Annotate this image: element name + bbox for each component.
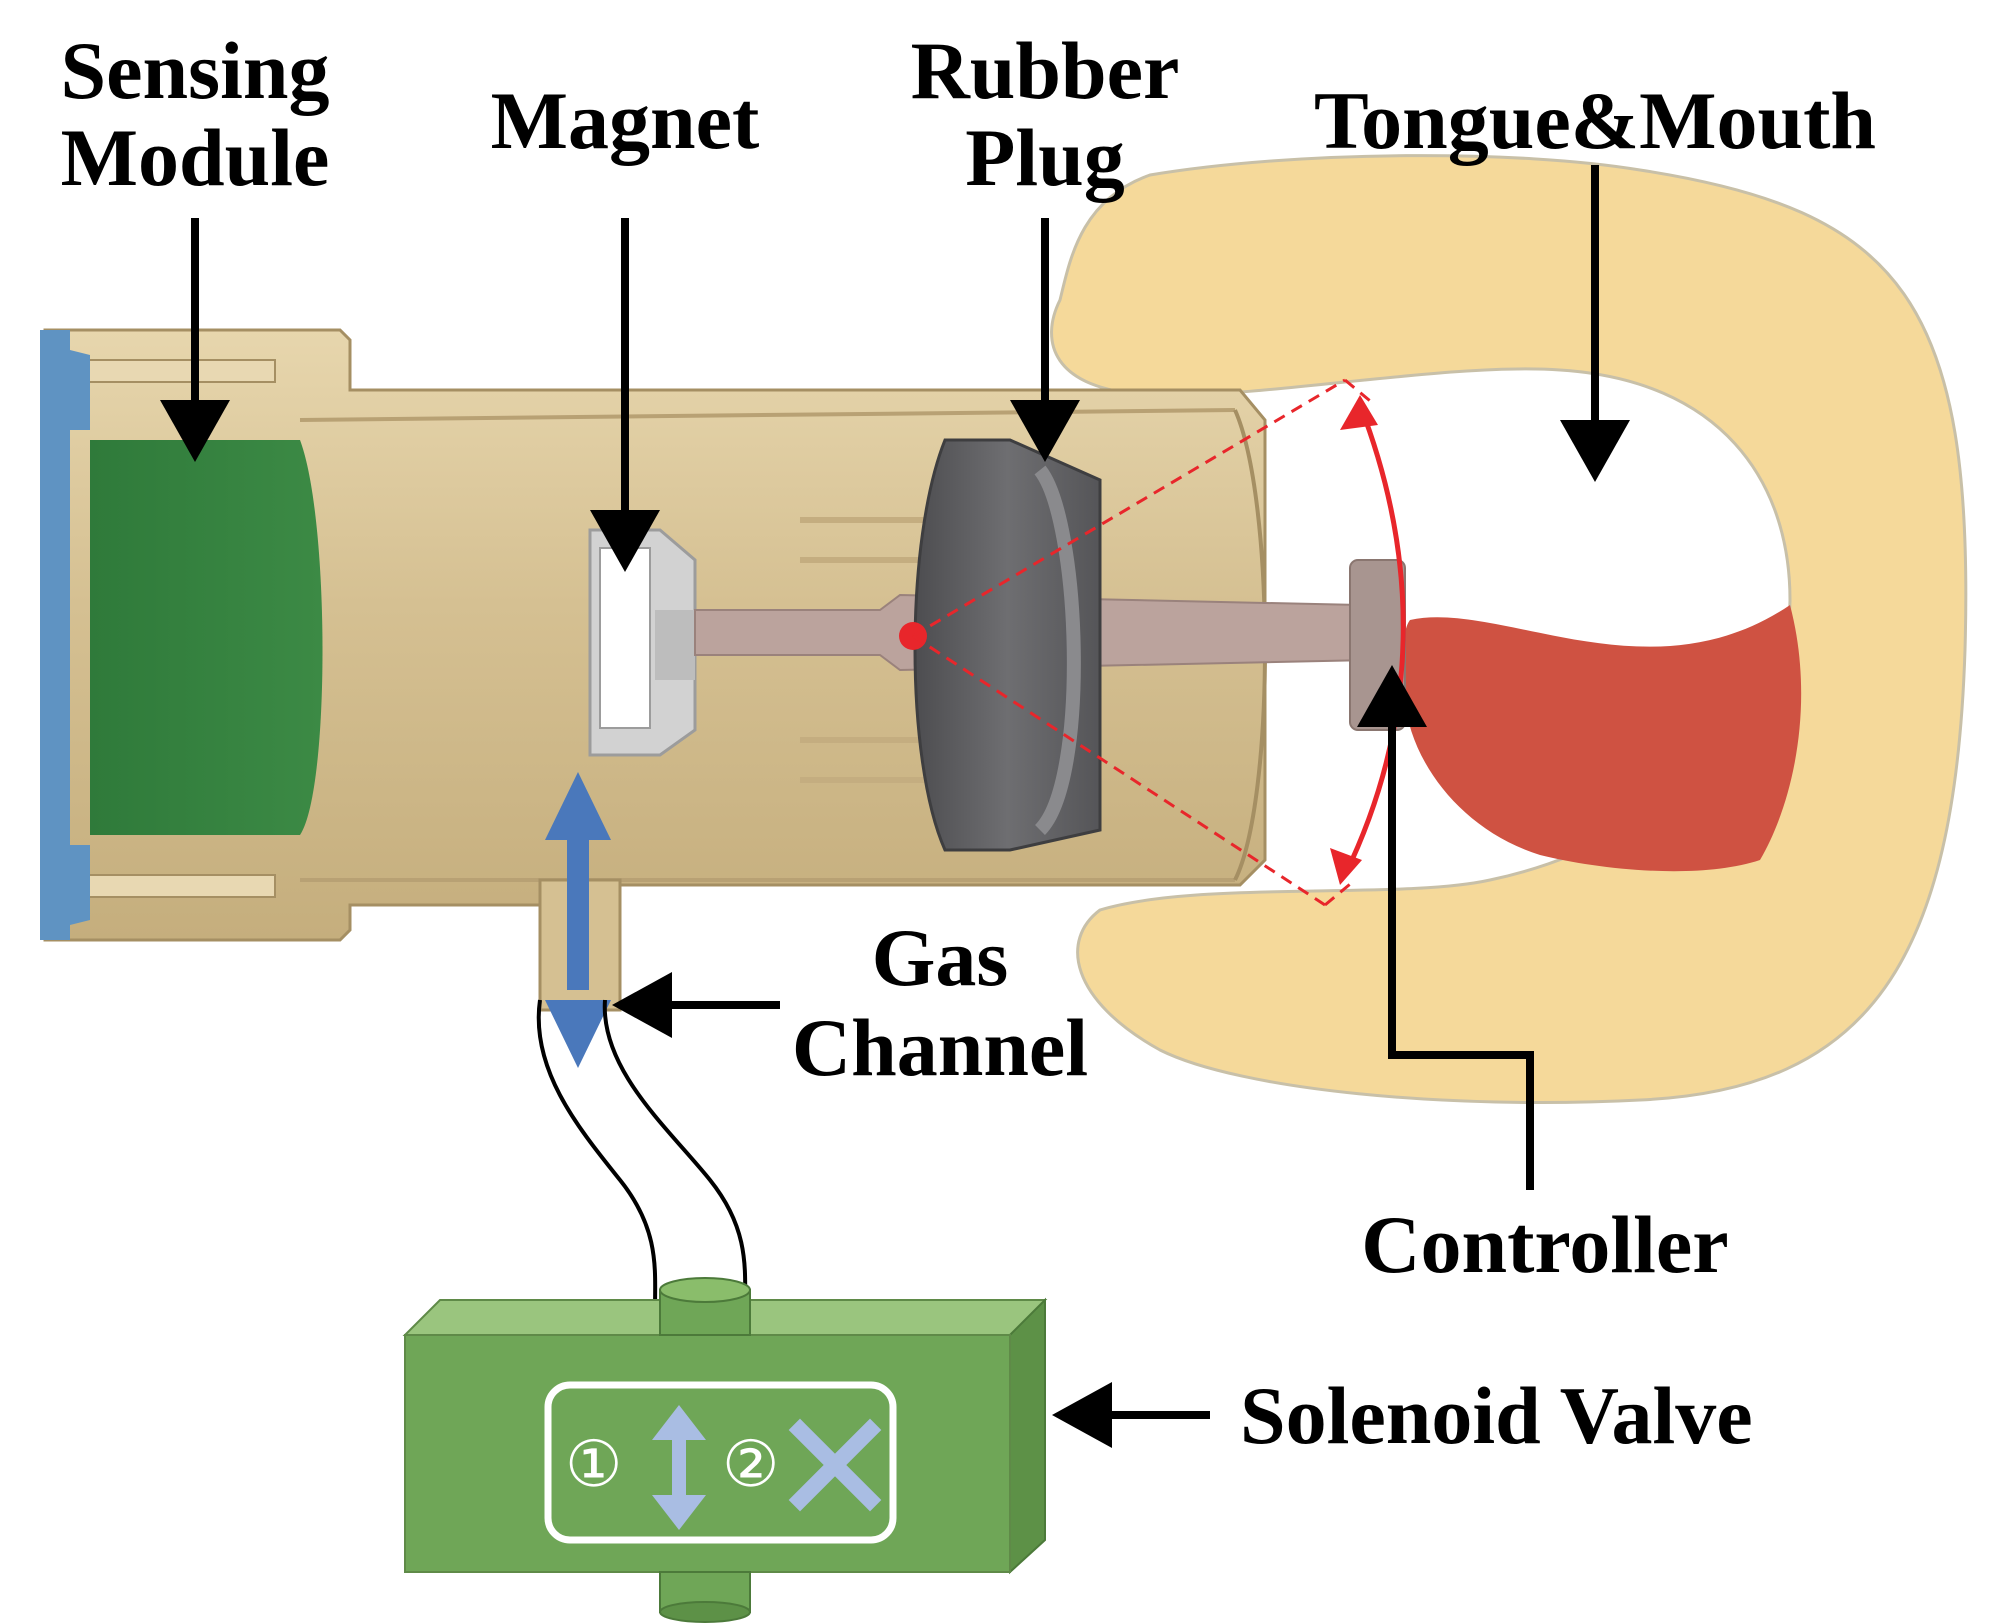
solenoid-valve-label: Solenoid Valve [1240, 1370, 1753, 1461]
gas-flow-arrow [545, 772, 611, 1068]
gas-channel-label-line1: Gas [872, 912, 1009, 1003]
sensing-module-label-line2: Module [61, 112, 330, 203]
rotation-indicator [899, 378, 1406, 907]
double-arrow-icon [652, 1405, 706, 1530]
gas-channel-label-line2: Channel [792, 1002, 1088, 1093]
arc-arrowhead-up [1340, 395, 1378, 430]
sensing-module [90, 440, 323, 835]
rubber-plug-label-line2: Plug [965, 112, 1124, 203]
rubber-plug [913, 438, 1102, 852]
valve-state-panel [544, 1381, 897, 1544]
tongue-shape [1403, 605, 1802, 872]
magnet-holder [588, 528, 697, 757]
valve-state-2-label: ② [722, 1428, 779, 1502]
arc-arrowhead-down [1330, 848, 1362, 885]
controller-label: Controller [1361, 1199, 1728, 1290]
callout-arrows [160, 165, 1630, 1448]
solenoid-valve: ① ② [402, 1277, 1048, 1623]
tongue-mouth-label: Tongue&Mouth [1314, 75, 1876, 166]
tubes [536, 999, 748, 1311]
rubber-plug-label-line1: Rubber [911, 25, 1180, 116]
x-cross-icon [788, 1418, 882, 1512]
end-cap [40, 330, 90, 940]
magnet-label: Magnet [491, 75, 760, 166]
valve-state-1-label: ① [565, 1428, 622, 1502]
sensing-module-label-line1: Sensing [61, 25, 330, 116]
